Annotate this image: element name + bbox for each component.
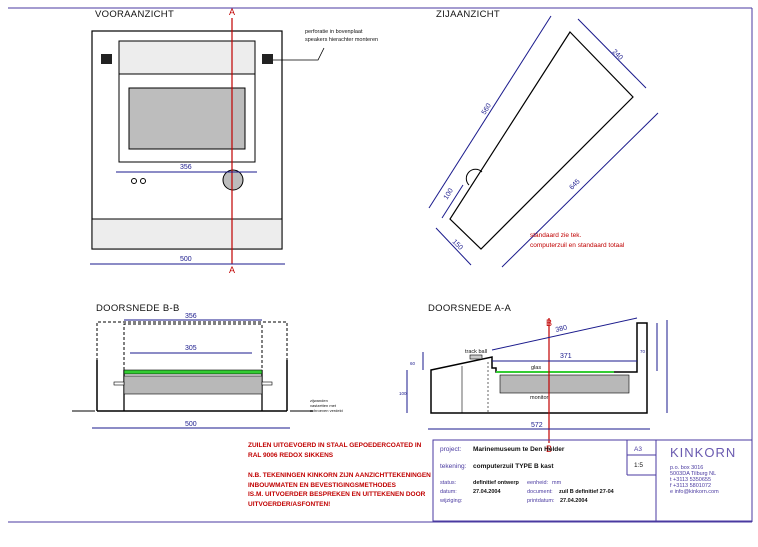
dim-slope: 380 bbox=[555, 324, 568, 333]
section-mark-bottom: A bbox=[229, 265, 235, 275]
revision-label: wijziging: bbox=[439, 498, 463, 504]
bottom-panel bbox=[91, 218, 283, 250]
note-line-3: N.B. TEKENINGEN KINKORN ZIJN AANZICHTTEK… bbox=[248, 472, 431, 479]
document-label: document: bbox=[527, 489, 553, 495]
dim-line-long bbox=[428, 15, 552, 209]
bb-annotation-2: vastzetten met bbox=[310, 403, 337, 408]
status-value: definitief ontwerp bbox=[473, 480, 519, 486]
note-line-4: INBOUWMATEN EN BEVESTIGINGSMETHODES bbox=[248, 482, 397, 489]
section-aa: DOORSNEDE A-A B B 380 371 572 60 100 70 … bbox=[399, 303, 668, 454]
document-value: zuil B definitief 27-04 bbox=[559, 489, 615, 495]
section-mark-top: A bbox=[229, 7, 235, 17]
front-view: VOORAANZICHT A A 356 500 perforatie in b… bbox=[90, 7, 378, 275]
dim-line-bottom bbox=[501, 112, 659, 268]
note-line-5: IS.M. UITVOERDER BESPREKEN EN UITTEKENEN… bbox=[248, 491, 426, 498]
section-bb: DOORSNEDE B-B 356 305 500 zijwanden vast… bbox=[72, 303, 344, 429]
trackball-profile bbox=[465, 168, 483, 186]
dim-base: 150 bbox=[451, 238, 464, 251]
trackball bbox=[469, 354, 483, 360]
trackball-knob bbox=[222, 169, 244, 191]
dim-top: 240 bbox=[611, 48, 624, 61]
address-line-4: f +3113 5801072 bbox=[670, 483, 711, 489]
glass bbox=[123, 369, 263, 375]
format-value: A3 bbox=[634, 446, 642, 453]
speaker-right-icon bbox=[262, 54, 273, 64]
note-line-6: UITVOERDER/ASFONTEN! bbox=[248, 501, 330, 508]
glass bbox=[496, 371, 614, 373]
dim-inner: 305 bbox=[185, 345, 197, 352]
speaker-left-icon bbox=[101, 54, 112, 64]
inner-dashed bbox=[123, 323, 263, 370]
side-note-2: computerzuil en standaard totaal bbox=[530, 242, 625, 249]
dim-line-slope bbox=[491, 317, 638, 351]
printdate-label: printdatum: bbox=[527, 498, 555, 504]
section-bb-title: DOORSNEDE B-B bbox=[96, 303, 180, 314]
screen bbox=[128, 87, 246, 150]
note-line-1: ZUILEN UITGEVOERD IN STAAL GEPOEDERCOATE… bbox=[248, 442, 422, 449]
bb-annotation-1: zijwanden bbox=[310, 398, 328, 403]
side-outline bbox=[449, 31, 634, 250]
section-aa-title: DOORSNEDE A-A bbox=[428, 303, 511, 314]
dim-left: 100 bbox=[399, 391, 407, 396]
dim-top: 356 bbox=[185, 313, 197, 320]
label-glass: glas bbox=[531, 365, 541, 371]
section-mark-top: B bbox=[546, 318, 552, 328]
bracket-left bbox=[113, 381, 125, 386]
unit-value: mm bbox=[552, 480, 562, 486]
dim-screen: 371 bbox=[560, 353, 572, 360]
company-logo: KINKORN bbox=[670, 445, 736, 460]
dim-small: 100 bbox=[443, 187, 455, 201]
outer-dashed bbox=[96, 321, 288, 411]
side-view: ZIJAANZICHT 560 240 645 100 150 standaar… bbox=[428, 9, 659, 268]
bb-annotation-3: schroeven verdekt bbox=[310, 408, 344, 413]
aa-outline bbox=[430, 322, 648, 414]
bracket-right bbox=[261, 381, 273, 386]
date-label: datum: bbox=[440, 489, 457, 495]
drawing-label: tekening: bbox=[440, 463, 467, 470]
dim-bottom: 645 bbox=[568, 178, 581, 191]
title-block: project: Marinemuseum te Den Helder teke… bbox=[432, 439, 753, 522]
front-view-title: VOORAANZICHT bbox=[95, 9, 174, 20]
dim-line-top bbox=[577, 18, 647, 89]
address-line-1: p.o. box 3016 bbox=[670, 465, 703, 471]
button-1 bbox=[131, 178, 137, 184]
project-label: project: bbox=[440, 446, 462, 453]
project-value: Marinemuseum te Den Helder bbox=[473, 446, 565, 453]
button-2 bbox=[140, 178, 146, 184]
dim-line-base bbox=[435, 227, 472, 266]
address-line-5: e info@kinkorn.com bbox=[670, 489, 719, 495]
annotation-line-2: speakers hierachter monteren bbox=[305, 37, 378, 43]
leader-line bbox=[273, 47, 325, 61]
dim-width: 500 bbox=[185, 421, 197, 428]
monitor bbox=[123, 375, 263, 395]
note-line-2: RAL 9006 REDOX SIKKENS bbox=[248, 452, 334, 459]
dim-screen: 356 bbox=[180, 164, 192, 171]
dim-width: 500 bbox=[180, 256, 192, 263]
section-mark-bottom: B bbox=[546, 444, 552, 454]
status-label: status: bbox=[440, 480, 457, 486]
unit-label: eenheid: bbox=[527, 480, 549, 486]
side-note-1: standaard zie tek. bbox=[530, 232, 582, 239]
label-trackball: track ball bbox=[465, 349, 487, 355]
dim-right: 70 bbox=[640, 349, 646, 354]
scale-value: 1:5 bbox=[634, 462, 643, 469]
dim-line-small bbox=[441, 184, 464, 219]
address-line-2: 5003DA Tilburg NL bbox=[670, 471, 716, 477]
printdate-value: 27.04.2004 bbox=[560, 498, 588, 504]
title-block-frame bbox=[432, 439, 753, 522]
address-line-3: t +3113 5350655 bbox=[670, 477, 711, 483]
dim-width: 572 bbox=[531, 422, 543, 429]
drawing-value: computerzuil TYPE B kast bbox=[473, 463, 554, 470]
date-value: 27.04.2004 bbox=[473, 489, 501, 495]
side-view-title: ZIJAANZICHT bbox=[436, 9, 500, 20]
dim-long: 560 bbox=[481, 102, 493, 116]
top-panel bbox=[118, 40, 256, 75]
dim-left-small: 60 bbox=[410, 361, 416, 366]
monitor bbox=[499, 374, 630, 394]
notes: ZUILEN UITGEVOERD IN STAAL GEPOEDERCOATE… bbox=[248, 442, 431, 508]
label-monitor: monitor bbox=[530, 395, 549, 401]
annotation-line-1: perforatie in bovenplaat bbox=[305, 29, 363, 35]
